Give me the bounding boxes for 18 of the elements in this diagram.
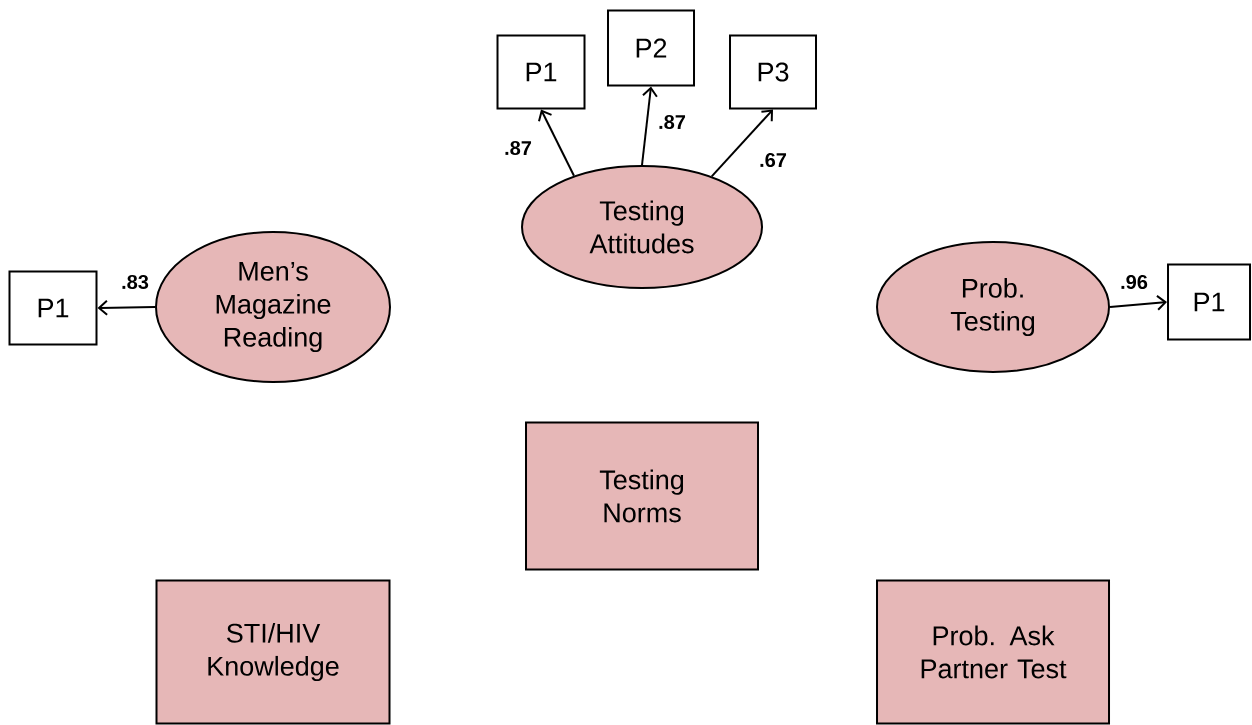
- arrow: [710, 109, 773, 178]
- arrow: [97, 299, 156, 316]
- indicator-box: P1: [1167, 263, 1251, 341]
- indicator-box: P1: [8, 270, 98, 346]
- observed-box: STI/HIV Knowledge: [155, 579, 391, 725]
- edge-label: .87: [505, 140, 532, 156]
- observed-box: Prob. Ask Partner Test: [876, 579, 1110, 725]
- arrow: [1109, 294, 1168, 311]
- edge-label: .83: [122, 274, 149, 290]
- observed-box: Testing Norms: [525, 421, 759, 571]
- edge-label: .67: [760, 152, 787, 168]
- indicator-box: P3: [729, 34, 817, 110]
- indicator-box: P1: [496, 34, 586, 110]
- arrow: [641, 86, 658, 166]
- indicator-box: P2: [607, 9, 695, 87]
- edge-label: .87: [659, 114, 686, 130]
- arrow: [538, 109, 575, 177]
- edge-label: .96: [1121, 274, 1148, 290]
